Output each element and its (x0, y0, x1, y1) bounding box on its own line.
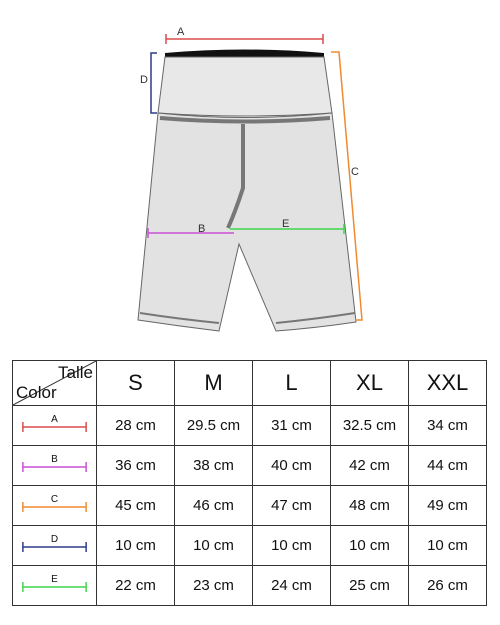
right-hem-seam (275, 312, 356, 324)
measurement-value-cell: 45 cm (96, 485, 175, 526)
legend-line-icon (22, 582, 87, 592)
measurement-value-cell: 29.5 cm (174, 405, 253, 446)
measurement-label: A (51, 414, 58, 425)
measurement-value-cell: 23 cm (174, 565, 253, 606)
size-header-l: L (252, 360, 331, 406)
measurement-value-cell: 24 cm (252, 565, 331, 606)
measurement-legend: A (13, 406, 96, 445)
gusset-seam (226, 124, 245, 229)
measurement-value-cell: 44 cm (408, 445, 487, 486)
left-hem-seam (139, 312, 220, 324)
measurement-value-cell: 40 cm (252, 445, 331, 486)
measurement-value-cell: 36 cm (96, 445, 175, 486)
measurement-value-cell: 26 cm (408, 565, 487, 606)
legend-line-icon (22, 502, 87, 512)
measurement-value-cell: 10 cm (408, 525, 487, 566)
measurement-value-cell: 28 cm (96, 405, 175, 446)
measure-line-d (150, 52, 157, 114)
measure-line-c (331, 51, 363, 321)
measurement-legend: C (13, 486, 96, 525)
corner-diagonal (13, 361, 96, 405)
measurement-legend: D (13, 526, 96, 565)
measure-label-d: D (140, 74, 148, 86)
legend-line-icon (22, 542, 87, 552)
measurement-value-cell: 42 cm (330, 445, 409, 486)
size-header-xl: XL (330, 360, 409, 406)
waist-seam (159, 116, 331, 124)
size-header-s: S (96, 360, 175, 406)
shorts-body (137, 112, 357, 332)
corner-label-talle: Talle (58, 363, 93, 382)
measurement-value-cell: 49 cm (408, 485, 487, 526)
measurement-value-cell: 10 cm (174, 525, 253, 566)
measurement-value-cell: 10 cm (330, 525, 409, 566)
measure-label-c: C (351, 166, 359, 178)
measurement-value-cell: 47 cm (252, 485, 331, 526)
measurement-legend-cell: B (12, 445, 97, 486)
legend-line-icon (22, 422, 87, 432)
measurement-value-cell: 22 cm (96, 565, 175, 606)
shorts-diagram: A D C B E (137, 26, 363, 332)
measure-label-b: B (198, 223, 205, 235)
table-header-row: Talle Color S M L XL XXL (12, 360, 487, 406)
measurement-value-cell: 10 cm (252, 525, 331, 566)
measurement-legend: B (13, 446, 96, 485)
measurement-legend-cell: E (12, 565, 97, 606)
measurement-value-cell: 48 cm (330, 485, 409, 526)
measurement-label: C (50, 494, 59, 505)
size-header-xxl: XXL (408, 360, 487, 406)
measure-label-a: A (177, 26, 185, 38)
measurement-value-cell: 25 cm (330, 565, 409, 606)
measurement-value-cell: 38 cm (174, 445, 253, 486)
measurement-value-cell: 46 cm (174, 485, 253, 526)
measure-label-e: E (282, 218, 289, 230)
measurement-label: B (51, 454, 58, 465)
size-header-m: M (174, 360, 253, 406)
measurement-label: D (50, 534, 59, 545)
corner-header-cell: Talle Color (12, 360, 97, 406)
measurement-value-cell: 31 cm (252, 405, 331, 446)
measurement-legend-cell: A (12, 405, 97, 446)
legend-line-icon (22, 462, 87, 472)
waistband (157, 56, 333, 117)
measurement-value-cell: 32.5 cm (330, 405, 409, 446)
measurement-legend-cell: D (12, 525, 97, 566)
measurement-legend-cell: C (12, 485, 97, 526)
corner-label-color: Color (16, 383, 57, 402)
measurement-value-cell: 10 cm (96, 525, 175, 566)
measurement-legend: E (13, 566, 96, 605)
measurement-label: E (51, 574, 58, 585)
measurement-value-cell: 34 cm (408, 405, 487, 446)
